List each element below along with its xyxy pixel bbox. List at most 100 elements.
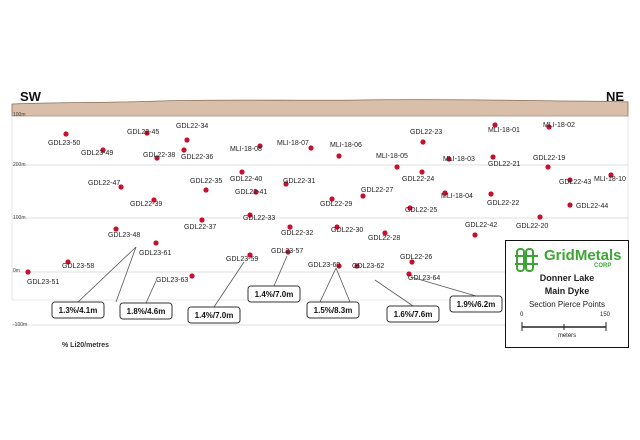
pierce-point bbox=[100, 147, 106, 153]
drillhole-label: GDL22-27 bbox=[361, 187, 393, 194]
pierce-point bbox=[285, 249, 291, 255]
pierce-point bbox=[394, 164, 400, 170]
leader-line bbox=[115, 246, 137, 303]
pierce-point bbox=[446, 156, 452, 162]
drillhole-label: MLI-18-02 bbox=[543, 122, 575, 129]
pierce-point bbox=[488, 191, 494, 197]
drillhole-label: GDL22-38 bbox=[143, 152, 175, 159]
pierce-point bbox=[406, 271, 412, 277]
leader-line bbox=[273, 255, 288, 287]
pierce-point bbox=[253, 189, 259, 195]
drillhole-label: MLI-18-03 bbox=[443, 156, 475, 163]
drillhole-label: GDL22-35 bbox=[190, 178, 222, 185]
leader-line bbox=[335, 267, 351, 303]
drillhole-label: MLI-18-06 bbox=[330, 142, 362, 149]
pierce-point bbox=[472, 232, 478, 238]
drillhole-label: GDL23-62 bbox=[352, 263, 384, 270]
legend-box: GridMetals CORP Donner Lake Main Dyke Se… bbox=[505, 240, 629, 348]
drillhole-label: GDL22-31 bbox=[283, 178, 315, 185]
intercept-label: 1.8%/4.6m bbox=[127, 307, 166, 316]
pierce-point bbox=[118, 184, 124, 190]
pierce-point bbox=[329, 196, 335, 202]
drillhole-label: GDL23-59 bbox=[226, 256, 258, 263]
pierce-point bbox=[181, 147, 187, 153]
drillhole-label: GDL22-32 bbox=[281, 230, 313, 237]
intercept-callout bbox=[306, 301, 360, 319]
drillhole-label: GDL22-39 bbox=[130, 201, 162, 208]
scale-bar bbox=[521, 322, 607, 331]
drillhole-label: GDL22-37 bbox=[184, 224, 216, 231]
leader-line bbox=[77, 246, 137, 303]
drillhole-label: GDL23-50 bbox=[48, 140, 80, 147]
drillhole-label: GDL22-44 bbox=[576, 203, 608, 210]
pierce-point bbox=[203, 187, 209, 193]
intercept-callout bbox=[51, 301, 105, 319]
section-frame bbox=[11, 99, 629, 326]
pierce-point bbox=[189, 273, 195, 279]
pierce-point bbox=[409, 259, 415, 265]
intercept-label: 1.4%/7.0m bbox=[195, 311, 234, 320]
pierce-point bbox=[354, 263, 360, 269]
pierce-point bbox=[360, 193, 366, 199]
pierce-point bbox=[492, 122, 498, 128]
drillhole-label: GDL22-26 bbox=[400, 254, 432, 261]
drillhole-label: GDL22-29 bbox=[320, 201, 352, 208]
pierce-point bbox=[239, 169, 245, 175]
brand-name: GridMetals bbox=[544, 247, 622, 264]
pierce-point bbox=[144, 130, 150, 136]
ground-layer bbox=[11, 99, 629, 117]
elevation-label: -100m bbox=[13, 322, 28, 328]
scale-unit-label: meters bbox=[557, 333, 577, 339]
intercept-label: 1.6%/7.6m bbox=[394, 310, 433, 319]
intercept-callout bbox=[386, 305, 440, 323]
pierce-point bbox=[287, 224, 293, 230]
drillhole-label: GDL23-61 bbox=[139, 250, 171, 257]
drillhole-label: GDL22-22 bbox=[487, 200, 519, 207]
drillhole-label: GDL22-36 bbox=[181, 154, 213, 161]
pierce-point bbox=[537, 214, 543, 220]
pierce-point bbox=[153, 240, 159, 246]
intercept-label: 1.5%/8.3m bbox=[314, 306, 353, 315]
pierce-point bbox=[334, 224, 340, 230]
legend-title-line2: Main Dyke bbox=[544, 286, 590, 296]
pierce-point bbox=[407, 205, 413, 211]
pierce-point bbox=[257, 143, 263, 149]
drillhole-label: GDL22-43 bbox=[559, 179, 591, 186]
drillhole-label: MLI-18-01 bbox=[488, 127, 520, 134]
drillhole-label: GDL23-48 bbox=[108, 232, 140, 239]
pierce-point bbox=[184, 137, 190, 143]
leader-lines: 1.3%/4.1m 1.8%/4.6m 1.4%/7.0m 1.4%/7.0m 1.5%… bbox=[51, 246, 503, 324]
direction-sw-label: SW bbox=[20, 89, 41, 104]
drillhole-label: GDL23-64 bbox=[408, 275, 440, 282]
scale-end-label: 150 bbox=[600, 312, 611, 318]
intercept-callout bbox=[119, 302, 173, 320]
pierce-point bbox=[382, 230, 388, 236]
drillhole-label: GDL22-19 bbox=[533, 155, 565, 162]
pierce-point bbox=[308, 145, 314, 151]
pierce-point bbox=[567, 177, 573, 183]
pierce-point bbox=[608, 172, 614, 178]
grade-unit-note: % Li20/metres bbox=[62, 342, 110, 349]
pierce-point bbox=[336, 153, 342, 159]
pierce-point bbox=[151, 197, 157, 203]
pierce-point bbox=[25, 269, 31, 275]
direction-ne-label: NE bbox=[606, 89, 625, 104]
drillhole-label: MLI-18-05 bbox=[376, 153, 408, 160]
pierce-point bbox=[336, 263, 342, 269]
pierce-point bbox=[65, 259, 71, 265]
drillhole-label: GDL22-24 bbox=[402, 176, 434, 183]
drillhole-label: MLI-18-04 bbox=[441, 193, 473, 200]
drillhole-label: GDL22-42 bbox=[465, 222, 497, 229]
intercept-label: 1.3%/4.1m bbox=[59, 306, 98, 315]
intercept-label: 1.4%/7.0m bbox=[255, 290, 294, 299]
scale-start-label: 0 bbox=[520, 312, 524, 318]
leader-line bbox=[319, 267, 337, 303]
pierce-point bbox=[490, 154, 496, 160]
pierce-point bbox=[546, 124, 552, 130]
pierce-point bbox=[63, 131, 69, 137]
drillhole-label: GDL23-49 bbox=[81, 150, 113, 157]
drillhole-label: GDL22-40 bbox=[230, 176, 262, 183]
pierce-point bbox=[247, 212, 253, 218]
